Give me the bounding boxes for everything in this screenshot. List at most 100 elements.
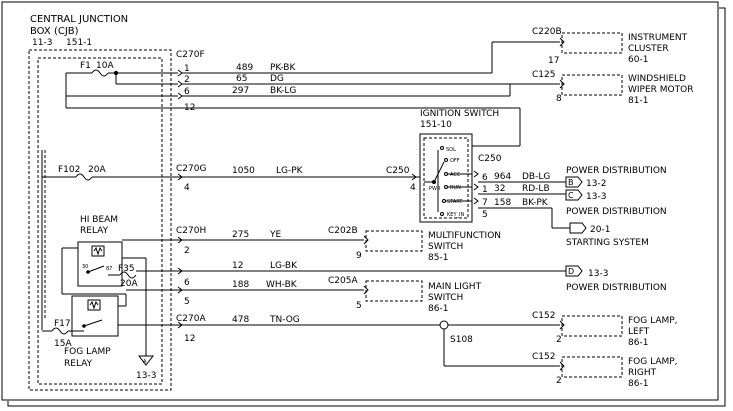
hibeam-relay-coil — [91, 245, 105, 257]
c220b-pin17: 17 — [548, 56, 559, 66]
fuse-f102-label: F102 — [58, 165, 80, 175]
c270f-pin6: 6 — [184, 87, 190, 97]
ign-pos-start: START — [447, 199, 463, 205]
foglamp-left-label-1: FOG LAMP, — [628, 316, 678, 326]
c270a-pin12: 12 — [184, 334, 195, 344]
fog-lamp-left-box — [561, 315, 623, 337]
ign-pwr: PWR — [429, 186, 441, 192]
c152-left-pin2: 2 — [556, 335, 562, 345]
ground-ref: 13-3 — [136, 371, 156, 381]
splice-s108 — [439, 320, 449, 330]
fog-relay-contact-pt — [82, 324, 86, 328]
fuse-f35-symbol — [119, 271, 137, 279]
fog-relay-label-2: RELAY — [64, 359, 93, 369]
hibeam-relay-box — [77, 241, 123, 287]
power-dist-1-flag-b — [565, 189, 583, 201]
wire-297-color: BK-LG — [270, 86, 296, 96]
power-dist-1-ref-b: 13-3 — [586, 192, 606, 202]
c205a-chev — [363, 285, 369, 295]
hibeam-relay-contact — [87, 265, 105, 273]
fuse-f35-rating: 20A — [120, 279, 138, 289]
cjb-ref-1: 11-3 — [32, 38, 52, 48]
wire-158-color: BK-PK — [522, 198, 549, 208]
c250-left-chev — [411, 173, 417, 181]
wire-489-color: PK-BK — [270, 63, 296, 73]
c270f-pin1: 1 — [184, 64, 190, 74]
wire-964-circuit: 964 — [494, 172, 511, 182]
power-dist-2: POWER DISTRIBUTION — [566, 207, 667, 217]
c270g-pin4: 4 — [184, 183, 190, 193]
conn-c250-left: C250 — [386, 166, 410, 176]
wire-964-color: DB-LG — [522, 172, 550, 182]
c202b-pin9: 9 — [356, 251, 362, 261]
main-light-switch-box — [365, 280, 423, 302]
c250-pin5: 5 — [482, 210, 488, 220]
fuse-f102-symbol — [75, 173, 93, 181]
conn-c270f: C270F — [176, 50, 205, 60]
ign-arm — [433, 161, 445, 183]
mainlight-label-1: MAIN LIGHT — [428, 282, 482, 292]
ignition-ref: 151-10 — [420, 120, 452, 130]
c250-pin6: 6 — [482, 173, 488, 183]
fuse-f17-symbol — [51, 327, 69, 335]
conn-c270g: C270G — [176, 164, 206, 174]
power-dist-3-flag — [565, 265, 583, 277]
wire-275-circuit: 275 — [232, 230, 249, 240]
power-dist-1-ref-a: 13-2 — [586, 179, 606, 189]
ignition-title: IGNITION SWITCH — [420, 109, 499, 119]
c250-pin7: 7 — [482, 198, 488, 208]
wiper-label-1: WINDSHIELD — [628, 74, 686, 84]
foglamp-right-label-1: FOG LAMP, — [628, 357, 678, 367]
fuse-f1-label: F1 — [80, 61, 91, 71]
cjb-title-line2: BOX (CJB) — [30, 26, 79, 37]
ignition-switch-outer — [419, 133, 473, 223]
power-dist-2-ref: 20-1 — [590, 225, 610, 235]
conn-c270h: C270H — [176, 226, 206, 236]
ignition-switch-inner — [423, 137, 469, 219]
hibeam-relay-pin-30: 30 — [82, 264, 88, 270]
starting-system: STARTING SYSTEM — [566, 238, 649, 248]
ign-pos-key: KEY_IN — [447, 212, 464, 218]
fuse-f102-rating: 20A — [88, 165, 106, 175]
wiper-ref: 81-1 — [628, 96, 648, 106]
ign-contact-off — [444, 158, 448, 162]
ign-pos-acc: ACC — [450, 172, 461, 178]
hibeam-relay-pin-87: 87 — [106, 266, 112, 272]
wire-297-circuit: 297 — [232, 86, 249, 96]
wire-1050-color: LG-PK — [276, 166, 304, 176]
power-dist-3-flag-mark: D — [568, 267, 574, 276]
fuse-f1-symbol — [91, 69, 109, 77]
c125-pin8: 8 — [556, 94, 562, 104]
hibeam-relay-contact-pt — [86, 270, 90, 274]
multi-label-1: MULTIFUNCTION — [428, 231, 501, 241]
ign-pos-off: OFF — [450, 158, 460, 164]
c152-right-chev — [559, 361, 565, 371]
power-dist-1-flag-a-mark: B — [568, 178, 574, 187]
multi-ref: 85-1 — [428, 253, 448, 263]
power-dist-1: POWER DISTRIBUTION — [566, 166, 667, 176]
fog-relay-contact — [83, 319, 103, 327]
wire-188-circuit: 188 — [232, 280, 249, 290]
power-dist-1-flag-b-mark: C — [568, 191, 574, 200]
fuse-f1-rating: 10A — [96, 61, 114, 71]
ign-pos-run: RUN — [450, 185, 461, 191]
c270h-pin6: 6 — [184, 278, 190, 288]
wire-32-color: RD-LB — [522, 184, 550, 194]
splice-s108-label: S108 — [450, 335, 473, 345]
fuse-f17-rating: 15A — [54, 339, 72, 349]
conn-c220b: C220B — [532, 27, 562, 37]
wire-65-circuit: 65 — [236, 74, 247, 84]
cjb-inner-box — [37, 57, 163, 385]
diagram-frame — [1, 1, 719, 401]
ground-symbol — [137, 355, 155, 366]
foglamp-left-ref: 86-1 — [628, 338, 648, 348]
wire-65-color: DG — [270, 74, 284, 84]
conn-c152-right: C152 — [532, 352, 555, 362]
c152-left-chev — [559, 320, 565, 330]
ign-contact-key — [440, 212, 444, 216]
instrument-label-1: INSTRUMENT — [628, 33, 688, 43]
mainlight-label-2: SWITCH — [428, 293, 463, 303]
conn-c250-right: C250 — [478, 154, 502, 164]
hibeam-relay-coil-winding — [93, 246, 103, 256]
